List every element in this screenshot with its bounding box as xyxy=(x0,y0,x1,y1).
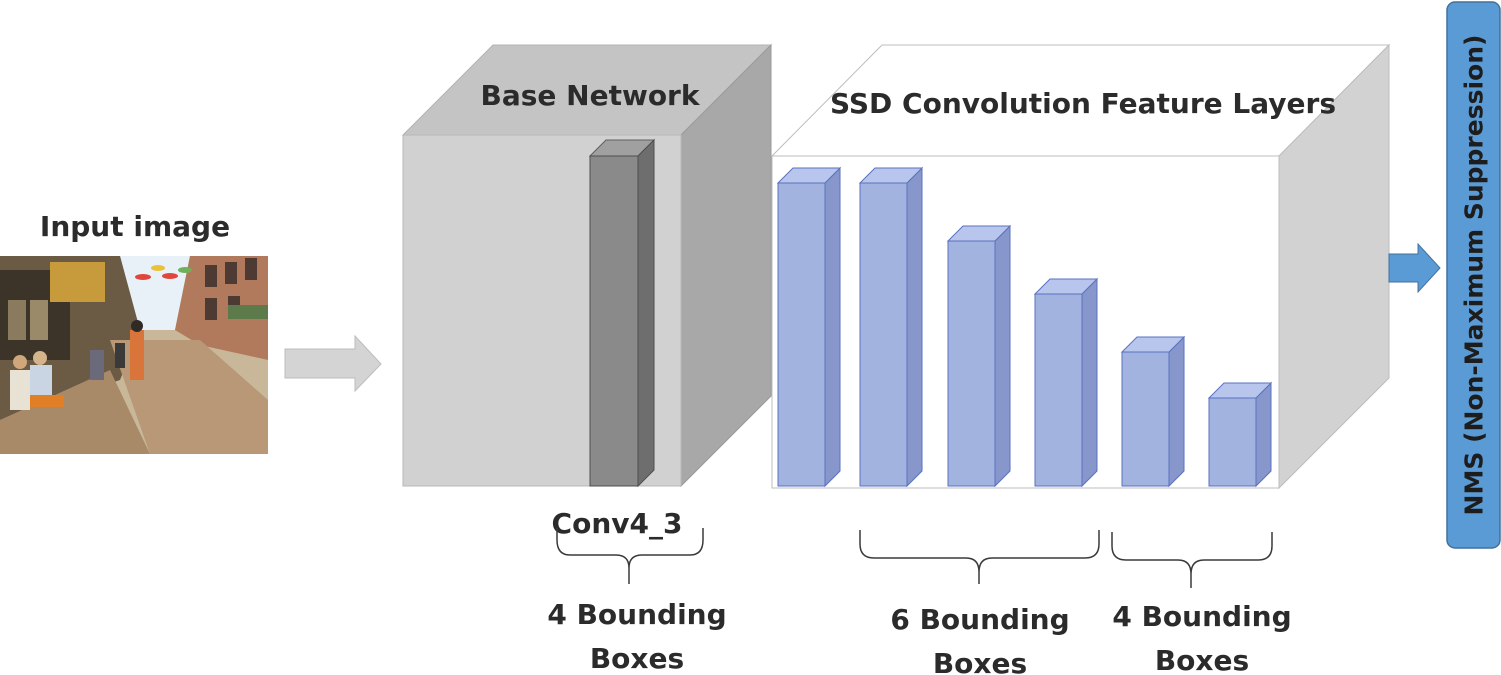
output-arrow xyxy=(1388,242,1441,294)
group-3-line-2: Boxes xyxy=(1155,644,1249,675)
input-image xyxy=(0,256,268,454)
feature-layer-bar-side xyxy=(824,166,841,488)
base-network-label: Base Network xyxy=(481,79,701,112)
ssd-layers-label: SSD Convolution Feature Layers xyxy=(830,87,1336,120)
input-image-label: Input image xyxy=(40,210,230,243)
group-1-line-1: 4 Bounding xyxy=(547,598,726,631)
feature-layer-bar-side xyxy=(1168,335,1185,488)
feature-layer-bar-1 xyxy=(776,166,842,488)
input-arrow xyxy=(284,334,382,393)
feature-layer-bar-front xyxy=(859,182,908,487)
group-2-line-2: Boxes xyxy=(933,647,1027,675)
feature-layer-bar-side xyxy=(906,166,923,488)
feature-layer-bar-6 xyxy=(1207,381,1273,488)
feature-layer-bars xyxy=(776,166,1273,488)
feature-layer-bar-4 xyxy=(1033,277,1099,488)
feature-layer-bar-front xyxy=(1121,351,1170,487)
ssd-feature-cube xyxy=(770,43,1391,490)
nms-label: NMS (Non-Maximum Suppression) xyxy=(1460,35,1489,516)
feature-layer-bar-side xyxy=(1081,277,1098,488)
conv4-3-layer xyxy=(588,138,656,488)
brace-group-3 xyxy=(1111,532,1273,588)
group-1-line-2: Boxes xyxy=(590,642,684,675)
feature-layer-bar-2 xyxy=(858,166,924,488)
group-2-line-1: 6 Bounding xyxy=(890,603,1069,636)
group-3-line-1: 4 Bounding xyxy=(1112,600,1291,633)
brace-group-1 xyxy=(556,528,704,584)
feature-layer-bar-3 xyxy=(946,224,1012,488)
feature-layer-bar-5 xyxy=(1120,335,1186,488)
feature-layer-bar-front xyxy=(1034,293,1083,487)
feature-layer-bar-side xyxy=(994,224,1011,488)
feature-layer-bar-side xyxy=(1255,381,1272,488)
ssd-cube-front xyxy=(771,155,1280,489)
brace-group-2 xyxy=(859,530,1100,584)
feature-layer-bar-front xyxy=(947,240,996,487)
conv4-3-label: Conv4_3 xyxy=(552,507,683,540)
nms-box xyxy=(1446,1,1501,549)
feature-layer-bar-front xyxy=(777,182,826,487)
feature-layer-bar-front xyxy=(1208,397,1257,487)
